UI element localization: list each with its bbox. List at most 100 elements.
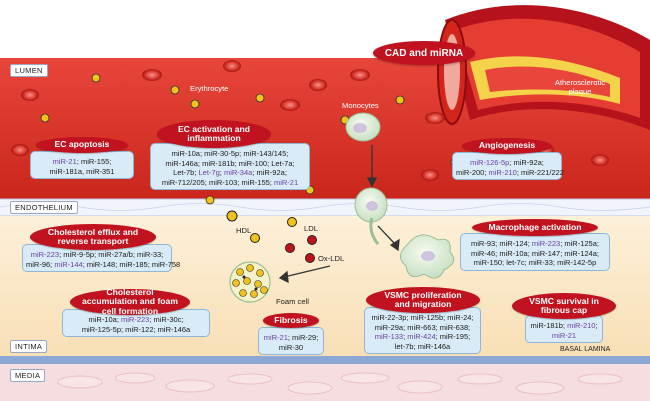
mirna-text: miR-93; miR-124;	[471, 239, 532, 248]
mirna-line: miR-96; miR-144; miR-148; miR-185; miR-7…	[26, 259, 180, 270]
mirna-line: miR-181b; miR-210;	[529, 321, 599, 331]
mirna-text: miR-200;	[456, 167, 489, 177]
foam-cell-label: Foam cell	[276, 297, 309, 306]
macrophage-activation-title: Macrophage activation	[472, 219, 598, 236]
mirna-line: miR-30	[262, 343, 320, 353]
vsmc-proliferation-title: VSMC proliferation and migration	[366, 287, 480, 313]
mirna-highlight: miR-21	[52, 157, 77, 166]
mirna-text: Let-7b;	[173, 168, 199, 178]
mirna-text: miR-29a; miR-663; miR-638;	[374, 322, 471, 332]
ec-activation-title: EC activation and inflammation	[157, 120, 271, 148]
monocytes-label: Monocytes	[342, 101, 379, 110]
mirna-text: miR-30	[278, 342, 304, 352]
mirna-text: miR-10a;	[88, 315, 121, 324]
vsmc-survival-title: VSMC survival in fibrous cap	[512, 293, 616, 319]
mirna-line: miR-150; let-7c; miR-33; miR-142-5p	[464, 258, 606, 268]
mirna-line: miR-22-3p; miR-125b; miR-24;	[368, 313, 477, 323]
mirna-line: miR-10a; miR-223; miR-30c;	[66, 315, 206, 325]
mirna-line: miR-200; miR-210; miR-221/222	[456, 167, 564, 178]
mirna-text: ; miR-92a;	[252, 168, 287, 178]
plaque-label: Atherosclerotic plaque	[554, 78, 606, 97]
macrophage-activation-mirna-box: miR-93; miR-124; miR-223; miR-125a;miR-4…	[460, 233, 610, 271]
mirna-text: miR-712/205; miR-103; miR-155;	[161, 177, 274, 187]
mirna-text: ;	[595, 321, 598, 330]
mirna-highlight: Let-7g	[198, 168, 220, 178]
mirna-line: miR-29a; miR-663; miR-638;	[368, 323, 477, 333]
mirna-line: miR-21	[529, 331, 599, 341]
mirna-text: miR-146a; miR-181b; miR-100; Let-7a;	[165, 158, 295, 168]
mirna-line: miR-712/205; miR-103; miR-155; miR-21	[154, 178, 306, 188]
mirna-text: ; miR-195;	[435, 332, 471, 342]
mirna-line: miR-223; miR-9-5p; miR-27a/b; miR-33;	[26, 250, 168, 260]
basal-lamina	[0, 356, 650, 364]
mirna-highlight: miR-34a	[223, 168, 253, 178]
mirna-highlight: miR-126-5p	[470, 158, 510, 167]
media-label: MEDIA	[10, 369, 46, 382]
mirna-text: ; miR-29;	[287, 333, 319, 342]
mirna-text: ; miR-148; miR-185; miR-758	[82, 259, 181, 269]
erythrocyte-label: Erythrocyte	[190, 84, 229, 93]
mirna-text: ; miR-30c;	[149, 315, 184, 324]
macrophage-cell	[400, 234, 455, 279]
ox-ldl-label: Ox-LDL	[318, 254, 345, 263]
diagram-title: CAD and miRNA	[373, 41, 475, 65]
mirna-text: miR-22-3p; miR-125b; miR-24;	[371, 313, 474, 322]
mirna-text: ; miR-155;	[76, 157, 112, 166]
mirna-text: miR-10a; miR-30-5p; miR-143/145;	[171, 149, 289, 158]
mirna-line: miR-46; miR-10a; miR-147; miR-124a;	[464, 249, 606, 259]
cholesterol-efflux-mirna-box: miR-223; miR-9-5p; miR-27a/b; miR-33;miR…	[22, 244, 180, 273]
basal-lamina-label: BASAL LAMINA	[560, 346, 611, 353]
mirna-highlight: miR-210	[567, 321, 596, 330]
mirna-highlight: miR-210	[488, 167, 517, 177]
intima-label: INTIMA	[10, 340, 48, 353]
artery-illustration	[437, 5, 650, 131]
mirna-text: ; miR-92a;	[509, 158, 544, 167]
mirna-line: miR-133; miR-424; miR-195;	[368, 332, 477, 342]
foam-cell	[229, 261, 271, 303]
mirna-highlight: miR-21	[551, 330, 577, 340]
mirna-text: ; miR-125a;	[560, 239, 599, 248]
lumen-label: LUMEN	[10, 64, 48, 77]
mirna-highlight: miR-144	[54, 259, 83, 269]
mirna-line: let-7b; miR-146a	[368, 342, 477, 352]
mirna-text: ;	[219, 168, 224, 178]
fibrosis-title: Fibrosis	[263, 313, 319, 328]
hdl-label: HDL	[236, 226, 252, 235]
mirna-line: miR-146a; miR-181b; miR-100; Let-7a;	[154, 159, 306, 169]
intima-lipoproteins	[226, 210, 317, 263]
mirna-highlight: miR-223	[30, 250, 60, 259]
mirna-line: miR-125-5p; miR-122; miR-146a	[66, 325, 206, 335]
ec-apoptosis-title: EC apoptosis	[36, 137, 128, 153]
cholesterol-accumulation-title: Cholesterol accumulation and foam cell f…	[70, 287, 190, 315]
mirna-text: ; miR-221/222	[516, 167, 564, 177]
mirna-text: miR-46; miR-10a; miR-147; miR-124a;	[471, 248, 599, 258]
mirna-highlight: miR-21	[263, 333, 288, 342]
mirna-line: miR-126-5p; miR-92a;	[456, 158, 558, 168]
mirna-text: miR-150; let-7c; miR-33; miR-142-5p	[473, 258, 597, 268]
mirna-text: let-7b; miR-146a	[394, 341, 451, 351]
mirna-highlight: miR-21	[273, 177, 299, 187]
mirna-line: miR-10a; miR-30-5p; miR-143/145;	[154, 149, 306, 159]
cholesterol-efflux-title: Cholesterol efflux and reverse transport	[30, 224, 156, 250]
ec-apoptosis-mirna-box: miR-21; miR-155;miR-181a, miR-351	[30, 151, 134, 180]
angiogenesis-title: Angiogenesis	[462, 138, 552, 154]
mirna-text: miR-181a, miR-351	[49, 166, 115, 176]
mirna-text: miR-181b;	[530, 321, 568, 330]
mirna-highlight: miR-223	[531, 239, 561, 248]
mirna-text: ; miR-9-5p; miR-27a/b; miR-33;	[59, 250, 164, 259]
angiogenesis-mirna-box: miR-126-5p; miR-92a;miR-200; miR-210; mi…	[452, 152, 564, 181]
mirna-line: Let-7b; Let-7g; miR-34a; miR-92a;	[154, 168, 306, 178]
mirna-line: miR-21; miR-155;	[34, 157, 130, 167]
vsmc-proliferation-mirna-box: miR-22-3p; miR-125b; miR-24;miR-29a; miR…	[364, 307, 481, 355]
mirna-text: ;	[403, 332, 408, 342]
mirna-highlight: miR-424	[407, 332, 436, 342]
mirna-line: miR-181a, miR-351	[34, 167, 130, 177]
mirna-text: miR-96;	[26, 259, 55, 269]
endothelium-band	[0, 199, 650, 216]
fibrosis-mirna-box: miR-21; miR-29;miR-30	[258, 327, 324, 356]
mirna-line: miR-21; miR-29;	[262, 333, 320, 343]
ldl-label: LDL	[304, 224, 318, 233]
ec-activation-mirna-box: miR-10a; miR-30-5p; miR-143/145;miR-146a…	[150, 143, 310, 191]
endothelium-label: ENDOTHELIUM	[10, 201, 78, 214]
